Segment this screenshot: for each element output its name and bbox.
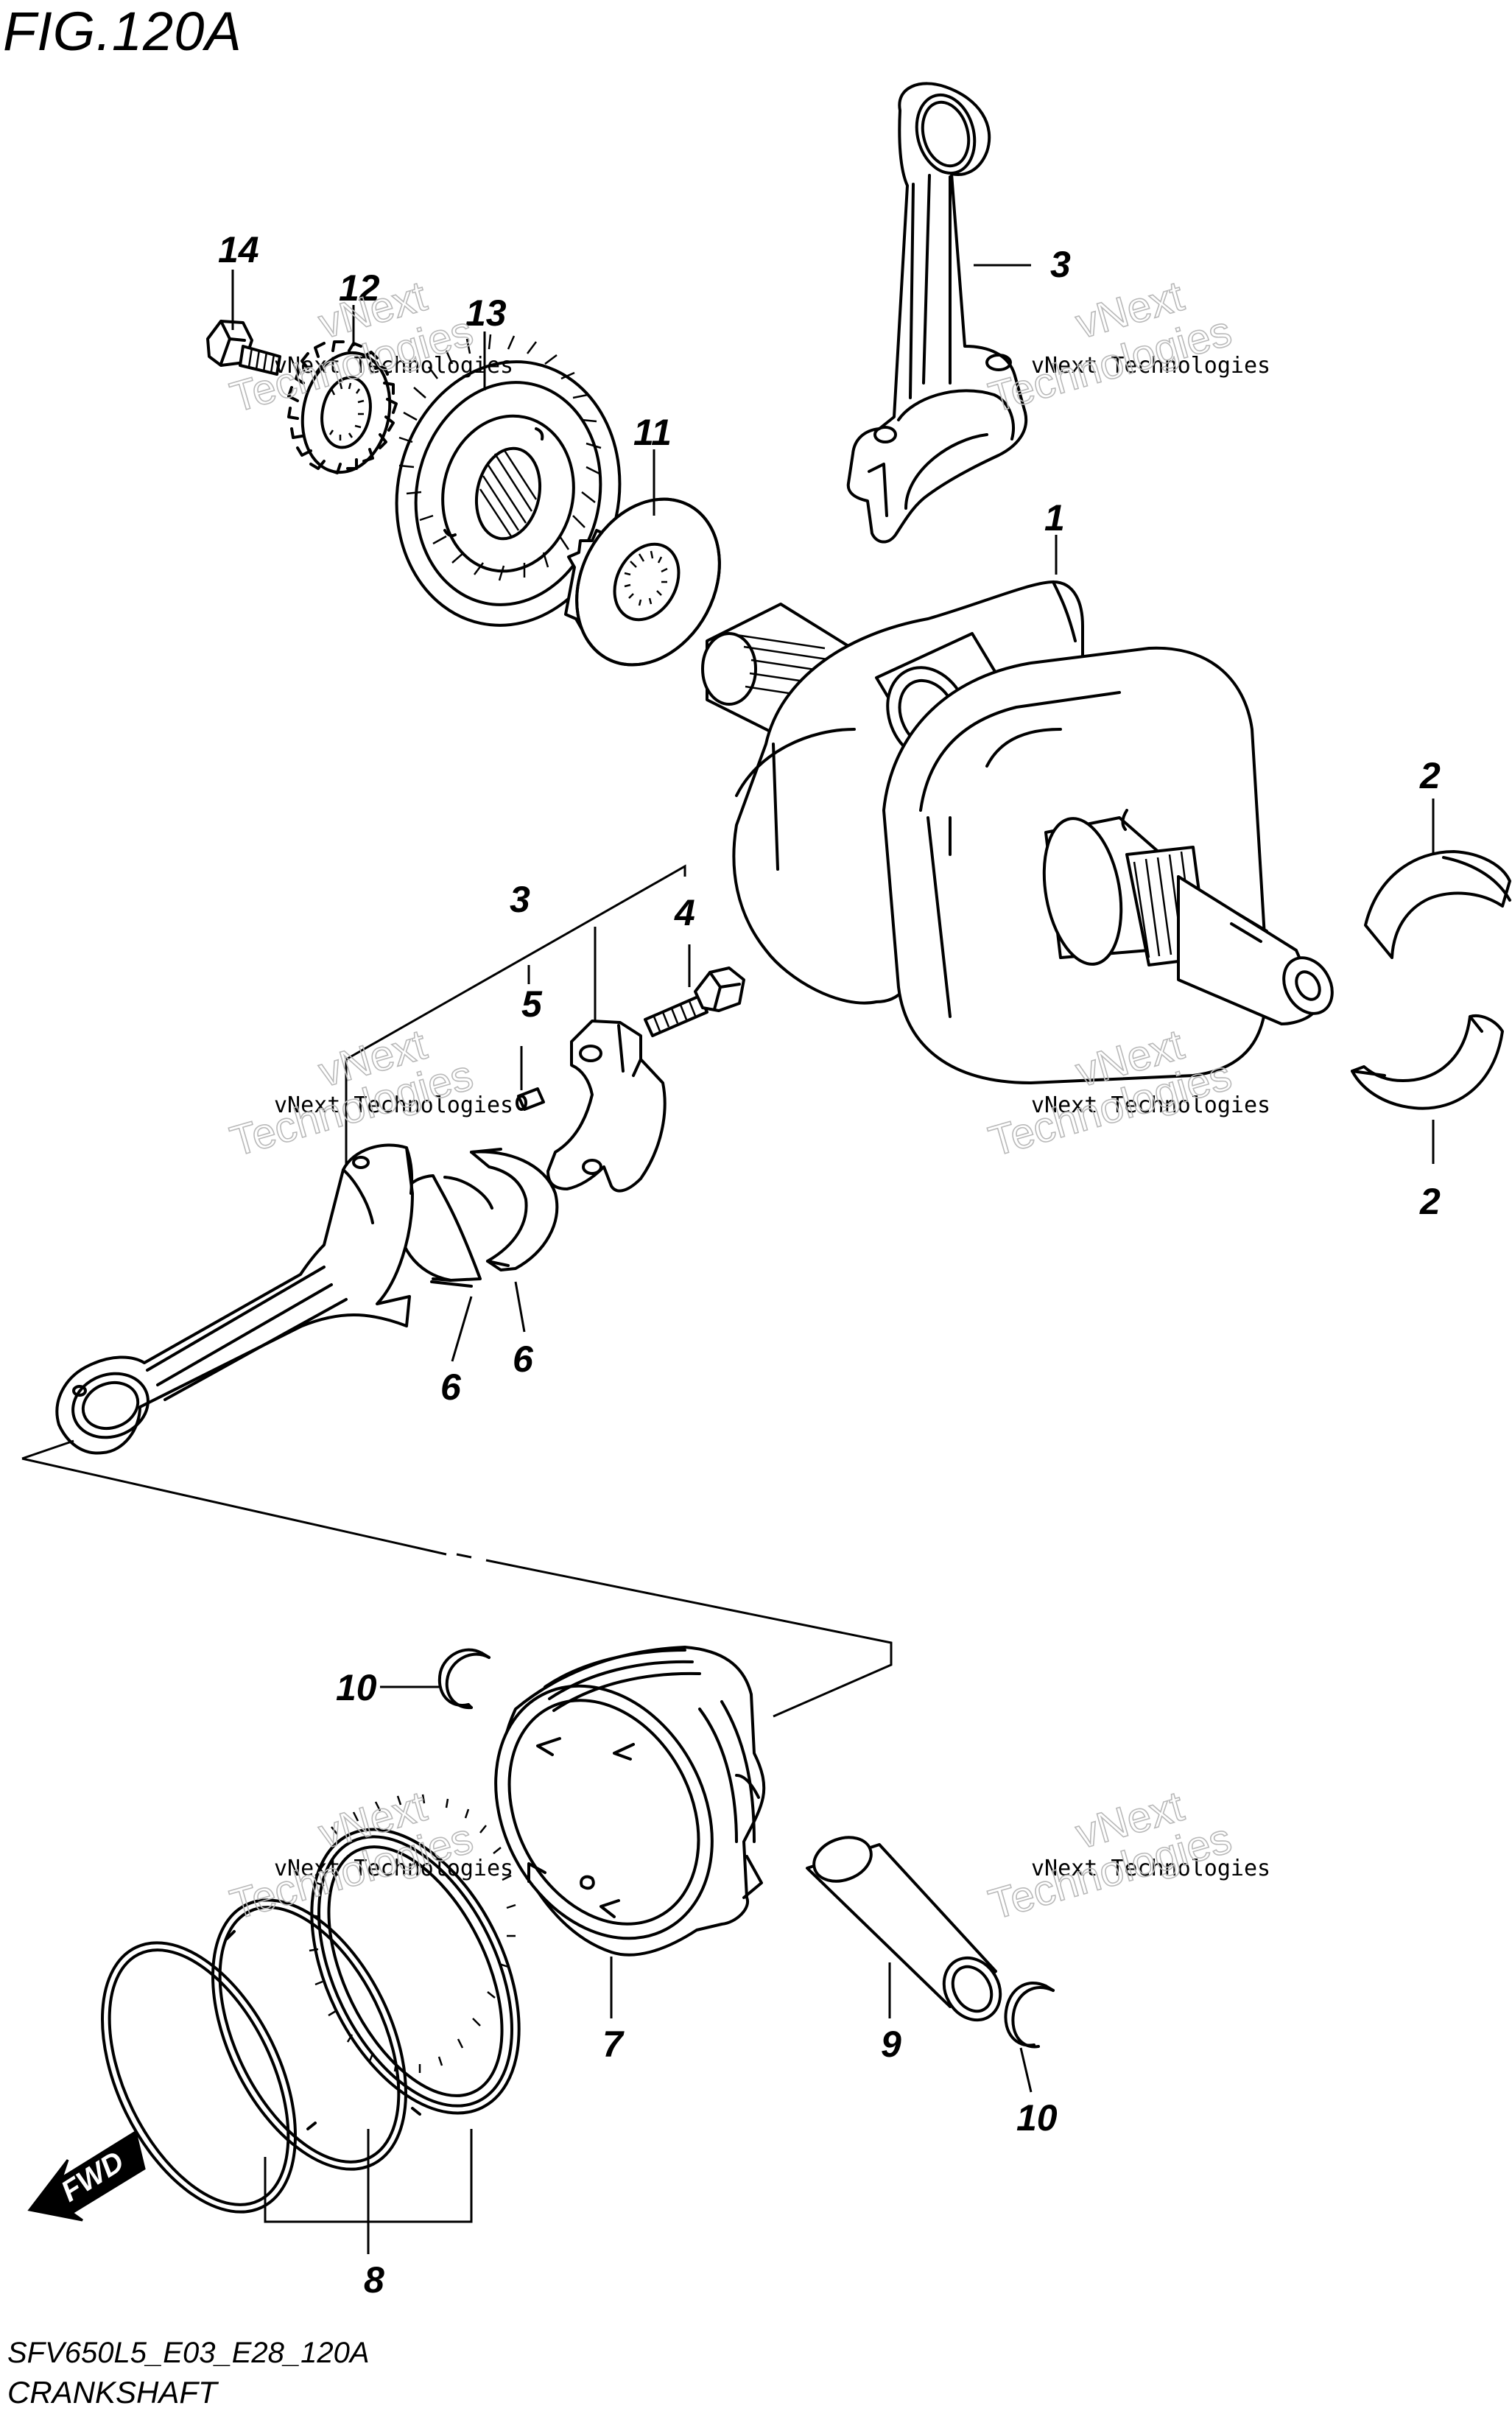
callout-8: 8	[364, 2259, 384, 2301]
part-6-rod-bearing-right	[470, 1148, 559, 1271]
callout-13: 13	[465, 292, 507, 334]
callout-10-left: 10	[336, 1667, 377, 1708]
part-5-dowel-pin	[516, 1087, 545, 1111]
part-8-piston-rings	[101, 1794, 521, 2214]
fwd-arrow: FWD	[27, 2130, 146, 2222]
leader-lines	[231, 264, 1435, 2254]
callout-3-lower: 3	[510, 879, 530, 920]
part-2-bearing-upper	[1364, 850, 1511, 959]
figure-code: SFV650L5_E03_E28_120A	[7, 2337, 370, 2369]
svg-text:vNext Technologies: vNext Technologies	[1031, 1856, 1270, 1881]
callout-3-upper: 3	[1050, 244, 1071, 285]
callout-9: 9	[881, 2024, 901, 2065]
part-7-piston	[494, 1646, 766, 1957]
part-14-bolt	[206, 320, 281, 376]
callout-14: 14	[218, 229, 259, 270]
part-10-circlip-left	[437, 1648, 490, 1710]
part-3-connecting-rod-lower	[55, 1143, 414, 1455]
callouts: 1 2 2 3 3 4 5 6 6 7 8 9 10 10 11 12 13 1…	[218, 229, 1441, 2301]
part-2-bearing-lower	[1351, 1014, 1504, 1110]
assembly-outline	[21, 864, 893, 1718]
callout-10-right: 10	[1016, 2097, 1058, 2138]
part-3-rod-cap	[546, 1020, 667, 1193]
watermark-mid-left: vNext vNext Technologies Technologies	[225, 1020, 513, 1166]
part-13-large-gear	[395, 334, 622, 627]
svg-text:vNext Technologies: vNext Technologies	[274, 1856, 513, 1881]
figure-title: FIG.120A	[3, 1, 242, 62]
callout-1: 1	[1044, 497, 1065, 538]
part-12-small-gear	[287, 340, 398, 474]
svg-text:vNext Technologies: vNext Technologies	[274, 1092, 513, 1118]
svg-text:vNext Technologies: vNext Technologies	[274, 353, 513, 379]
part-4-bolt	[644, 966, 745, 1037]
part-11-washer	[564, 497, 721, 667]
svg-text:vNext Technologies: vNext Technologies	[1031, 1092, 1270, 1118]
watermark-top-right: vNext vNext Technologies Technologies	[983, 271, 1270, 422]
callout-2-lower: 2	[1419, 1181, 1441, 1222]
watermark-bottom-right: vNext vNext Technologies Technologies	[983, 1781, 1270, 1929]
callout-4: 4	[674, 892, 695, 933]
callout-11: 11	[633, 412, 672, 453]
svg-text:vNext Technologies: vNext Technologies	[1031, 353, 1270, 379]
callout-12: 12	[339, 267, 380, 309]
callout-6-left: 6	[440, 1366, 462, 1408]
callout-2-upper: 2	[1419, 755, 1441, 796]
callout-6-right: 6	[513, 1338, 534, 1380]
part-3-connecting-rod-upper	[846, 82, 1028, 544]
callout-7: 7	[602, 2024, 625, 2065]
figure-name: CRANKSHAFT	[7, 2375, 217, 2410]
part-10-circlip-right	[1004, 1982, 1055, 2049]
part-9-piston-pin	[806, 1836, 1002, 2022]
part-1-crankshaft	[701, 580, 1334, 1084]
callout-5: 5	[521, 983, 543, 1025]
